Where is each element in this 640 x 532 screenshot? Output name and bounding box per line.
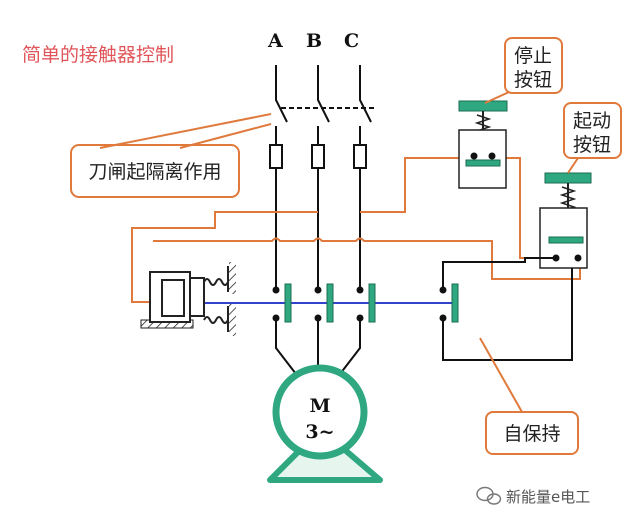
- self-hold-callout-text: 自保持: [503, 423, 560, 445]
- self-hold-callout: 自保持: [479, 337, 579, 455]
- contactor-blades: [284, 283, 459, 323]
- fuses: [269, 144, 367, 169]
- motor: M 3~: [267, 364, 383, 483]
- stop-button-cap: [458, 100, 508, 112]
- phase-label-a: A: [267, 30, 283, 52]
- electromagnet-coil: [140, 262, 236, 336]
- start-callout-line2: 按钮: [573, 134, 611, 156]
- motor-phase-label: 3~: [305, 421, 334, 443]
- auxiliary-contact: [451, 283, 459, 323]
- watermark: 新能量e电工: [476, 486, 590, 506]
- fuse-c: [353, 144, 367, 169]
- watermark-text: 新能量e电工: [506, 488, 590, 506]
- main-contact-a: [284, 283, 292, 323]
- main-contact-b: [326, 283, 334, 323]
- motor-label: M: [309, 395, 330, 417]
- main-power-lines: [275, 65, 374, 375]
- stop-callout-line1: 停止: [514, 45, 552, 67]
- start-callout-line1: 起动: [573, 110, 611, 132]
- start-button[interactable]: [539, 172, 592, 269]
- fuse-a: [269, 144, 283, 169]
- knife-switch-callout: 刀闸起隔离作用: [70, 113, 272, 198]
- fuse-b: [311, 144, 325, 169]
- knife-switch-callout-text: 刀闸起隔离作用: [88, 161, 221, 183]
- start-button-cap: [544, 172, 592, 184]
- start-button-callout: 起动 按钮: [563, 102, 622, 174]
- wechat-icon: [476, 486, 502, 505]
- stop-callout-line2: 按钮: [514, 69, 552, 91]
- stop-button[interactable]: [458, 100, 508, 189]
- phase-label-c: C: [344, 30, 359, 52]
- self-hold-wiring: [442, 257, 573, 361]
- main-contact-c: [368, 283, 376, 323]
- phase-label-b: B: [306, 30, 322, 52]
- stop-button-callout: 停止 按钮: [484, 37, 563, 104]
- control-wiring: [131, 157, 581, 303]
- diagram-title: 简单的接触器控制: [22, 44, 174, 66]
